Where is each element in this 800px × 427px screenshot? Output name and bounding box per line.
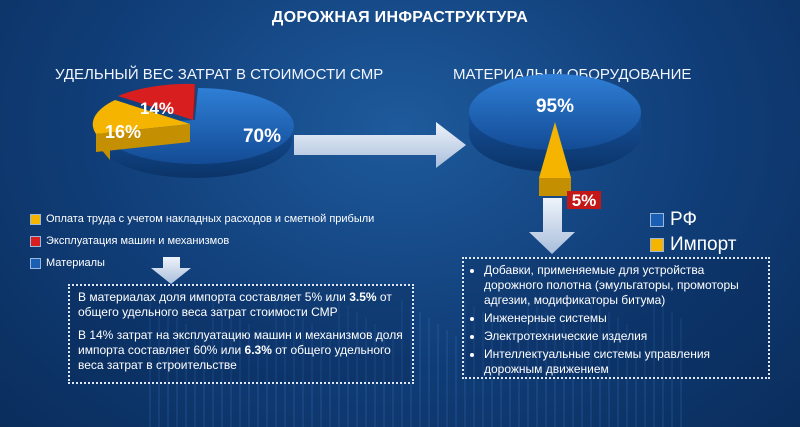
arrow-down-right	[529, 198, 575, 254]
legend-label-machines: Эксплуатация машин и механизмов	[46, 235, 230, 247]
arrow-right	[294, 122, 466, 168]
pie-right-label-import-bg	[567, 191, 601, 209]
list-item: Интеллектуальные системы управления доро…	[484, 347, 762, 377]
pie-left-slice-machines	[118, 83, 195, 120]
pie-left-label-materials: 70%	[243, 126, 281, 147]
legend-item-labor: Оплата труда с учетом накладных расходов…	[30, 208, 374, 230]
note-value-materials: 3.5%	[349, 290, 377, 304]
list-item: Электротехнические изделия	[484, 329, 762, 344]
legend-swatch-machines	[30, 235, 41, 247]
pie-right-slice-import	[539, 122, 571, 178]
legend-label-materials: Материалы	[46, 257, 105, 269]
import-share-note: В материалах доля импорта составляет 5% …	[68, 284, 414, 384]
left-chart-title: УДЕЛЬНЫЙ ВЕС ЗАТРАТ В СТОИМОСТИ СМР	[55, 66, 384, 83]
left-chart-legend: Оплата труда с учетом накладных расходов…	[30, 208, 374, 274]
legend-label-rf: РФ	[670, 209, 697, 230]
legend-item-import: Импорт	[650, 232, 736, 257]
import-items-list: Добавки, применяемые для устройства доро…	[462, 257, 770, 379]
pie-left-label-labor: 16%	[105, 122, 141, 142]
legend-label-import: Импорт	[670, 234, 737, 255]
pie-left-slice-labor	[92, 100, 190, 134]
legend-item-machines: Эксплуатация машин и механизмов	[30, 230, 374, 252]
legend-item-materials: Материалы	[30, 252, 374, 274]
list-item: Инженерные системы	[484, 311, 762, 326]
list-item: Добавки, применяемые для устройства доро…	[484, 263, 762, 308]
pie-right-slice-rf	[469, 74, 641, 150]
right-chart-legend: РФ Импорт	[650, 207, 736, 257]
note-paragraph-machines: В 14% затрат на эксплуатацию машин и мех…	[78, 328, 403, 372]
right-chart-title: МАТЕРИАЛЫ И ОБОРУДОВАНИЕ	[453, 66, 692, 83]
legend-swatch-import	[650, 237, 664, 252]
legend-swatch-labor	[30, 213, 41, 225]
pie-left-label-machines: 14%	[140, 99, 174, 118]
legend-swatch-materials	[30, 257, 41, 269]
arrow-down-left	[151, 257, 191, 284]
pie-right-label-import: 5%	[572, 191, 597, 210]
legend-label-labor: Оплата труда с учетом накладных расходов…	[46, 213, 375, 225]
legend-item-rf: РФ	[650, 207, 736, 232]
page-title: ДОРОЖНАЯ ИНФРАСТРУКТУРА	[271, 9, 529, 26]
note-paragraph-materials: В материалах доля импорта составляет 5% …	[78, 290, 392, 319]
pie-left-labor-front	[96, 124, 190, 152]
pie-left-machines-side	[193, 84, 195, 120]
note-value-machines: 6.3%	[244, 343, 272, 357]
pie-right-import-side	[539, 178, 571, 196]
pie-right-label-rf: 95%	[536, 96, 574, 117]
legend-swatch-rf	[650, 212, 664, 227]
